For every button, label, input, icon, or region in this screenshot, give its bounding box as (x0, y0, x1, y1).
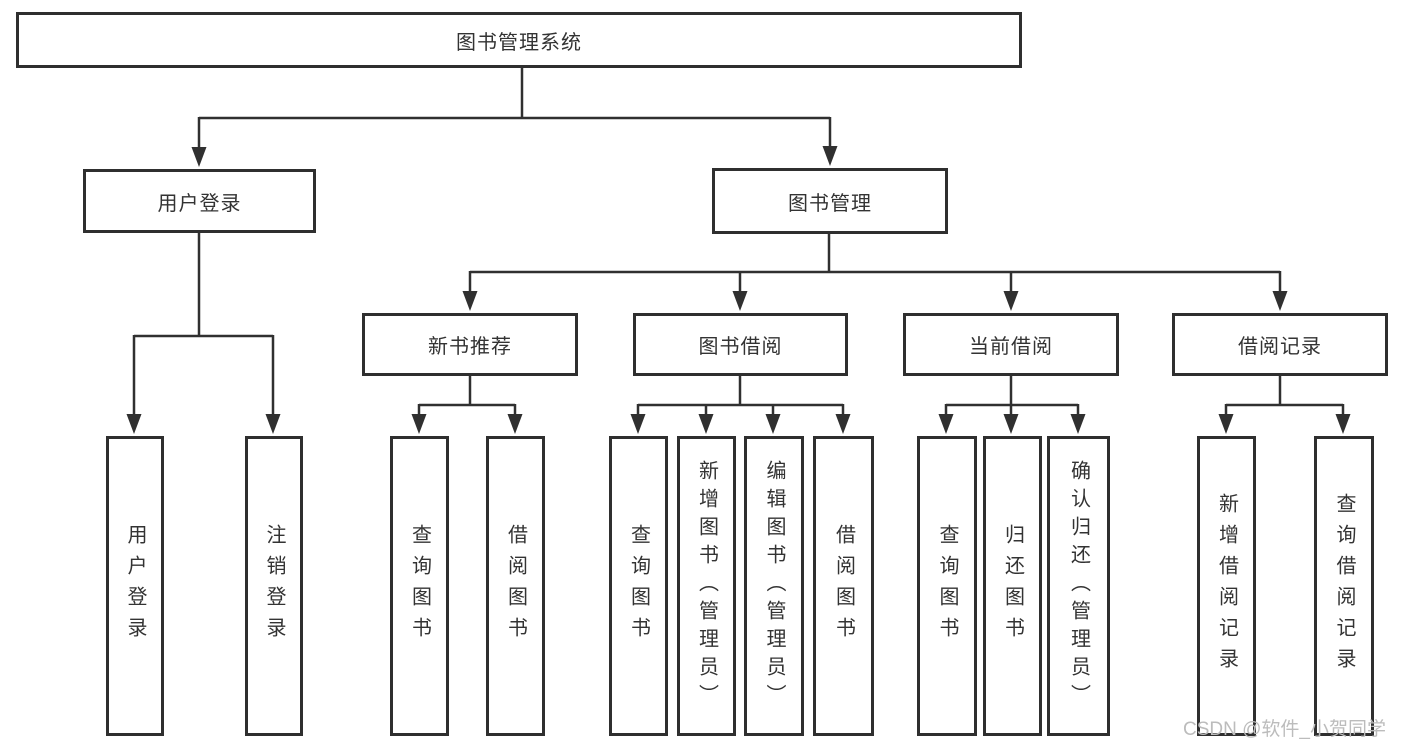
leaf-label: 注销登录 (263, 524, 285, 648)
leaf-label: 编辑图书（管理员） (763, 460, 785, 712)
leaf-user-login: 用户登录 (106, 436, 164, 736)
leaf-confirm-return-admin: 确认归还（管理员） (1047, 436, 1110, 736)
leaf-label: 新增借阅记录 (1215, 493, 1238, 679)
leaf-query-book-2: 查询图书 (609, 436, 668, 736)
node-new-book-recommend: 新书推荐 (362, 313, 578, 376)
node-label: 新书推荐 (428, 336, 512, 358)
leaf-borrow-book-2: 借阅图书 (813, 436, 874, 736)
node-book-management: 图书管理 (712, 168, 948, 234)
node-label: 图书借阅 (698, 336, 783, 358)
leaf-label: 确认归还（管理员） (1067, 460, 1090, 712)
node-label: 借阅记录 (1238, 336, 1322, 358)
node-label: 用户登录 (157, 192, 242, 215)
node-library-system: 图书管理系统 (16, 12, 1022, 68)
leaf-label: 查询图书 (936, 524, 958, 648)
node-book-borrow: 图书借阅 (633, 313, 848, 376)
leaf-label: 查询图书 (627, 524, 650, 648)
leaf-add-borrow-record: 新增借阅记录 (1197, 436, 1256, 736)
node-label: 图书管理系统 (456, 31, 582, 54)
leaf-return-book: 归还图书 (983, 436, 1042, 736)
watermark-text: CSDN @软件_小贺同学 (1183, 719, 1386, 740)
leaf-logout: 注销登录 (245, 436, 303, 736)
node-current-borrow: 当前借阅 (903, 313, 1119, 376)
leaf-borrow-book-1: 借阅图书 (486, 436, 545, 736)
node-user-login: 用户登录 (83, 169, 316, 233)
leaf-query-borrow-record: 查询借阅记录 (1314, 436, 1374, 736)
leaf-edit-book-admin: 编辑图书（管理员） (744, 436, 804, 736)
leaf-label: 新增图书（管理员） (695, 460, 718, 712)
leaf-query-book-1: 查询图书 (390, 436, 449, 736)
leaf-label: 用户登录 (124, 524, 146, 648)
leaf-label: 借阅图书 (504, 524, 527, 648)
node-label: 当前借阅 (969, 336, 1053, 358)
node-borrow-record: 借阅记录 (1172, 313, 1388, 376)
node-label: 图书管理 (788, 192, 872, 215)
leaf-label: 归还图书 (1001, 524, 1024, 648)
leaf-query-book-3: 查询图书 (917, 436, 977, 736)
leaf-add-book-admin: 新增图书（管理员） (677, 436, 736, 736)
leaf-label: 查询图书 (408, 524, 431, 648)
leaf-label: 查询借阅记录 (1333, 493, 1355, 679)
leaf-label: 借阅图书 (832, 524, 855, 648)
